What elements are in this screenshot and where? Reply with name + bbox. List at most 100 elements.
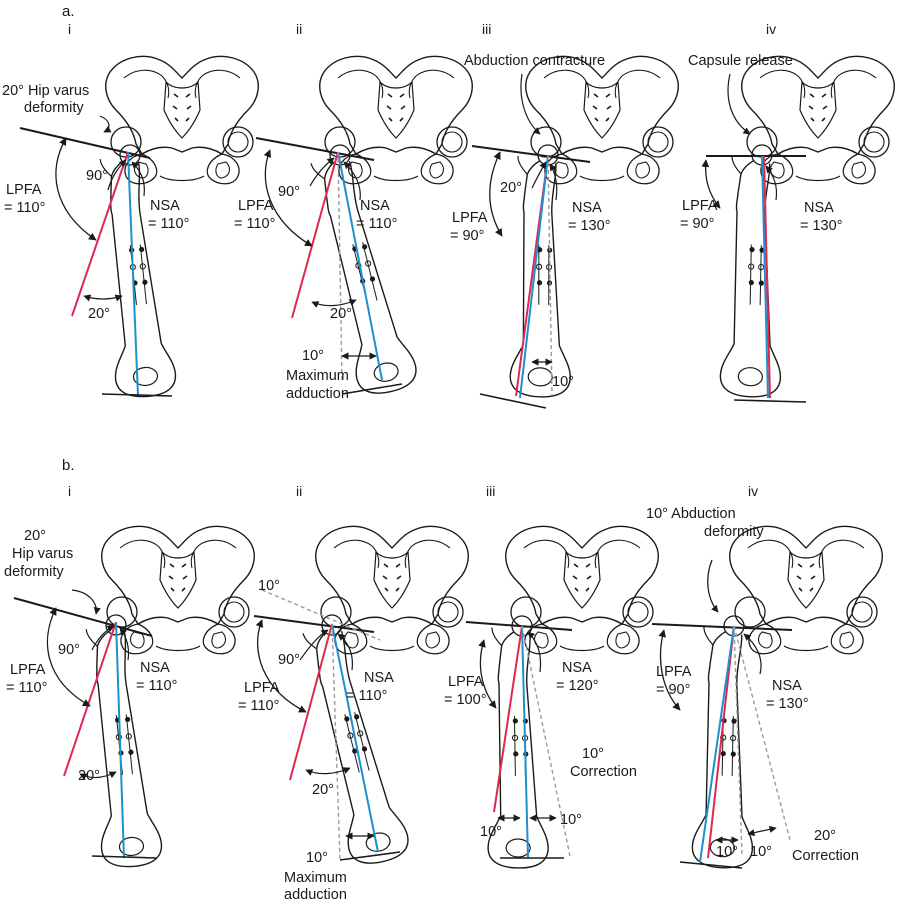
lpfa-value: = 110° — [234, 216, 275, 232]
panel-roman-numeral: iii — [482, 21, 491, 37]
reference-dashed-line — [733, 625, 743, 857]
proximal-femoral-line — [255, 137, 375, 161]
panel-roman-numeral: i — [68, 483, 71, 499]
mechanical-axis-line — [337, 151, 383, 381]
lpfa-value: = 110° — [238, 698, 279, 714]
mechanical-axis-line — [127, 151, 139, 397]
correction-angle-label: 20° — [814, 828, 836, 844]
panel-roman-numeral: iii — [486, 483, 495, 499]
anatomic-axis-line — [291, 151, 339, 319]
mechanical-axis-line — [761, 155, 769, 399]
pelvis-drawing — [728, 525, 884, 655]
capsule-release-label: Capsule release — [688, 53, 793, 69]
anatomic-axis-line — [707, 625, 735, 859]
angle-10-left-label: 10° — [480, 824, 502, 840]
reference-dashed-line — [261, 589, 381, 641]
knee-joint-line — [341, 383, 403, 395]
lpfa-label: LPFA — [238, 198, 274, 214]
abduction-deformity-label: 10° Abduction — [646, 506, 736, 522]
panel-b-iv: iv 10° Abduction deformity LPFA = 90° NS… — [646, 483, 884, 870]
anatomic-axis-line — [289, 623, 333, 781]
angle-20-label: 20° — [312, 782, 334, 798]
femur-drawing — [718, 142, 794, 399]
panel-b-i: i 20° Hip varus deformity 90° LPFA = 110… — [4, 483, 256, 870]
reference-dashed-line — [547, 155, 553, 397]
lpfa-value: = 90° — [450, 228, 484, 244]
reference-dashed-line — [733, 625, 791, 841]
mechanical-axis-line — [521, 625, 529, 859]
nsa-label: NSA — [804, 200, 834, 216]
lpfa-label: LPFA — [656, 664, 692, 680]
angle-10-label: 10° — [306, 850, 328, 866]
angle-10-right-label: 10° — [560, 812, 582, 828]
nsa-label: NSA — [364, 670, 394, 686]
angle-10-label: 10° — [302, 348, 324, 364]
lpfa-value: = 90° — [656, 682, 690, 698]
angle-20-top-label: 20° — [24, 528, 46, 544]
angle-90-label: 90° — [58, 642, 80, 658]
proximal-femoral-line — [253, 615, 375, 633]
panel-roman-numeral: i — [68, 21, 71, 37]
nsa-value: = 110° — [136, 678, 177, 694]
panel-b-ii: ii 10° 90° LPFA = 110° NSA = 110° 20° 10… — [238, 483, 470, 902]
lpfa-label: LPFA — [244, 680, 280, 696]
nsa-value: = 130° — [766, 696, 809, 712]
knee-joint-line — [91, 855, 157, 859]
section-a-label: a. — [62, 3, 75, 20]
deformity-label: 20° Hip varus — [2, 83, 89, 99]
abduction-contracture-label: Abduction contracture — [464, 53, 605, 69]
lpfa-value: = 90° — [680, 216, 714, 232]
panel-a-iv: iv Capsule release LPFA = 90° NSA = 130° — [680, 21, 896, 403]
nsa-label: NSA — [140, 660, 170, 676]
nsa-label: NSA — [772, 678, 802, 694]
deformity-label: Hip varus — [12, 546, 73, 562]
anatomic-axis-line — [493, 625, 523, 813]
angle-10-right-label: 10° — [750, 844, 772, 860]
lpfa-label: LPFA — [682, 198, 718, 214]
anatomic-axis-line — [71, 151, 129, 317]
femur-drawing — [307, 138, 421, 399]
angle-20-label: 20° — [330, 306, 352, 322]
abduction-deformity-label-line2: deformity — [704, 524, 764, 540]
panel-roman-numeral: ii — [296, 483, 302, 499]
proximal-femoral-line — [471, 145, 591, 163]
angle-20-label: 20° — [500, 180, 522, 196]
deformity-label-line2: deformity — [4, 564, 64, 580]
angle-10-left-label: 10° — [716, 844, 738, 860]
reference-dashed-line — [337, 151, 343, 381]
panel-roman-numeral: iv — [766, 21, 776, 37]
nsa-label: NSA — [572, 200, 602, 216]
panel-a-i: i 20° Hip varus deformity 90° LPFA = 110… — [2, 21, 260, 400]
lpfa-label: LPFA — [6, 182, 42, 198]
correction-angle-label: 10° — [582, 746, 604, 762]
femur-drawing — [690, 613, 766, 870]
correction-label: Correction — [792, 848, 859, 864]
panel-b-iii: iii LPFA = 100° NSA = 120° 10° Correctio… — [444, 483, 660, 870]
angle-90-label: 90° — [278, 652, 300, 668]
nsa-label: NSA — [150, 198, 180, 214]
lpfa-label: LPFA — [448, 674, 484, 690]
nsa-value: = 110° — [356, 216, 397, 232]
knee-joint-line — [339, 851, 401, 861]
deformity-label-line2: deformity — [24, 100, 84, 116]
knee-joint-line — [733, 399, 807, 403]
maximum-adduction-label: Maximum — [284, 870, 347, 886]
panel-a-iii: iii Abduction contracture 20° LPFA = 90°… — [450, 21, 680, 409]
nsa-value: = 110° — [148, 216, 189, 232]
knee-joint-line — [101, 393, 173, 397]
lpfa-value: = 110° — [6, 680, 47, 696]
proximal-femoral-line — [13, 597, 153, 637]
panel-a-ii: ii 90° LPFA = 110° NSA = 110° 20° 10° Ma… — [234, 21, 474, 402]
nsa-label: NSA — [360, 198, 390, 214]
femur-drawing — [299, 608, 413, 869]
proximal-femoral-line — [465, 621, 573, 631]
anatomic-axis-line — [763, 155, 771, 399]
maximum-adduction-label: Maximum — [286, 368, 349, 384]
pelvis-drawing — [504, 525, 660, 655]
proximal-femoral-line — [651, 623, 793, 631]
nsa-label: NSA — [562, 660, 592, 676]
mechanical-axis-line — [699, 625, 735, 863]
angle-20-label: 20° — [78, 768, 100, 784]
lpfa-label: LPFA — [452, 210, 488, 226]
